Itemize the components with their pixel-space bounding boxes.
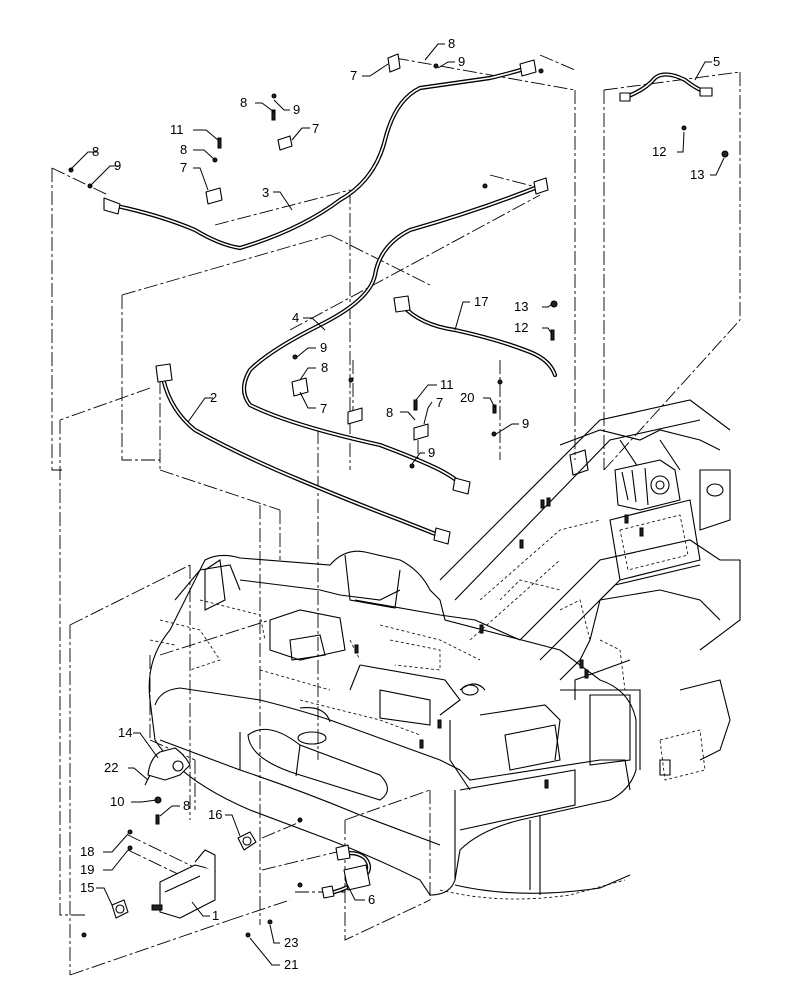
callout-7-right: 7 (436, 395, 443, 410)
callout-13-right: 13 (690, 167, 704, 182)
wire-harness-17 (393, 295, 558, 378)
callout-8-upper-mid: 8 (240, 95, 247, 110)
switch-16 (237, 831, 257, 851)
callout-6: 6 (368, 892, 375, 907)
callout-8-middle: 8 (321, 360, 328, 375)
callout-7-upper-left: 7 (180, 160, 187, 175)
callout-5: 5 (713, 54, 720, 69)
callout-23: 23 (284, 935, 298, 950)
callout-7-middle: 7 (320, 401, 327, 416)
callout-13-middle: 13 (514, 299, 528, 314)
callout-2: 2 (210, 390, 217, 405)
bracket-1 (151, 849, 216, 919)
callout-12-right: 12 (652, 144, 666, 159)
callout-8-top: 8 (448, 36, 455, 51)
callout-19: 19 (80, 862, 94, 877)
wire-harness-4 (241, 177, 549, 495)
callout-17: 17 (474, 294, 488, 309)
callout-9-right: 9 (522, 416, 529, 431)
bracket-14 (144, 747, 191, 786)
callout-9-upper-mid: 9 (293, 102, 300, 117)
callout-14: 14 (118, 725, 132, 740)
callout-21: 21 (284, 957, 298, 972)
callout-12-middle: 12 (514, 320, 528, 335)
callout-9-lower-mid: 9 (428, 445, 435, 460)
wire-harness-3 (103, 59, 537, 251)
machine-frame (148, 399, 741, 900)
frame-bolts (354, 497, 644, 789)
callout-8-left-stack: 8 (180, 142, 187, 157)
callout-9-middle: 9 (320, 340, 327, 355)
callout-11-right: 11 (440, 377, 454, 392)
fasteners (68, 63, 729, 938)
callout-3: 3 (262, 185, 269, 200)
callout-9-top: 9 (458, 54, 465, 69)
callout-7-upper-mid: 7 (312, 121, 319, 136)
callout-8-upper-left: 8 (92, 144, 99, 159)
callout-18: 18 (80, 844, 94, 859)
callout-11-upper: 11 (170, 122, 184, 137)
callout-15: 15 (80, 880, 94, 895)
callout-7-top: 7 (350, 68, 357, 83)
clips (205, 53, 429, 441)
callout-10: 10 (110, 794, 124, 809)
wire-harness-2 (155, 363, 451, 545)
wire-harness-5 (619, 72, 713, 102)
switch-15 (111, 899, 129, 919)
alignment-lines (51, 54, 741, 976)
callout-16: 16 (208, 807, 222, 822)
callout-1: 1 (212, 908, 219, 923)
callout-8-lower: 8 (183, 798, 190, 813)
callout-8-right: 8 (386, 405, 393, 420)
callout-labels: 1 2 3 4 5 6 7 7 7 7 7 8 8 8 8 8 8 8 9 9 … (80, 36, 720, 972)
callout-20: 20 (460, 390, 474, 405)
leader-lines (69, 43, 725, 966)
callout-22: 22 (104, 760, 118, 775)
harness-6 (321, 844, 372, 899)
callout-9-upper-left: 9 (114, 158, 121, 173)
callout-4: 4 (292, 310, 299, 325)
